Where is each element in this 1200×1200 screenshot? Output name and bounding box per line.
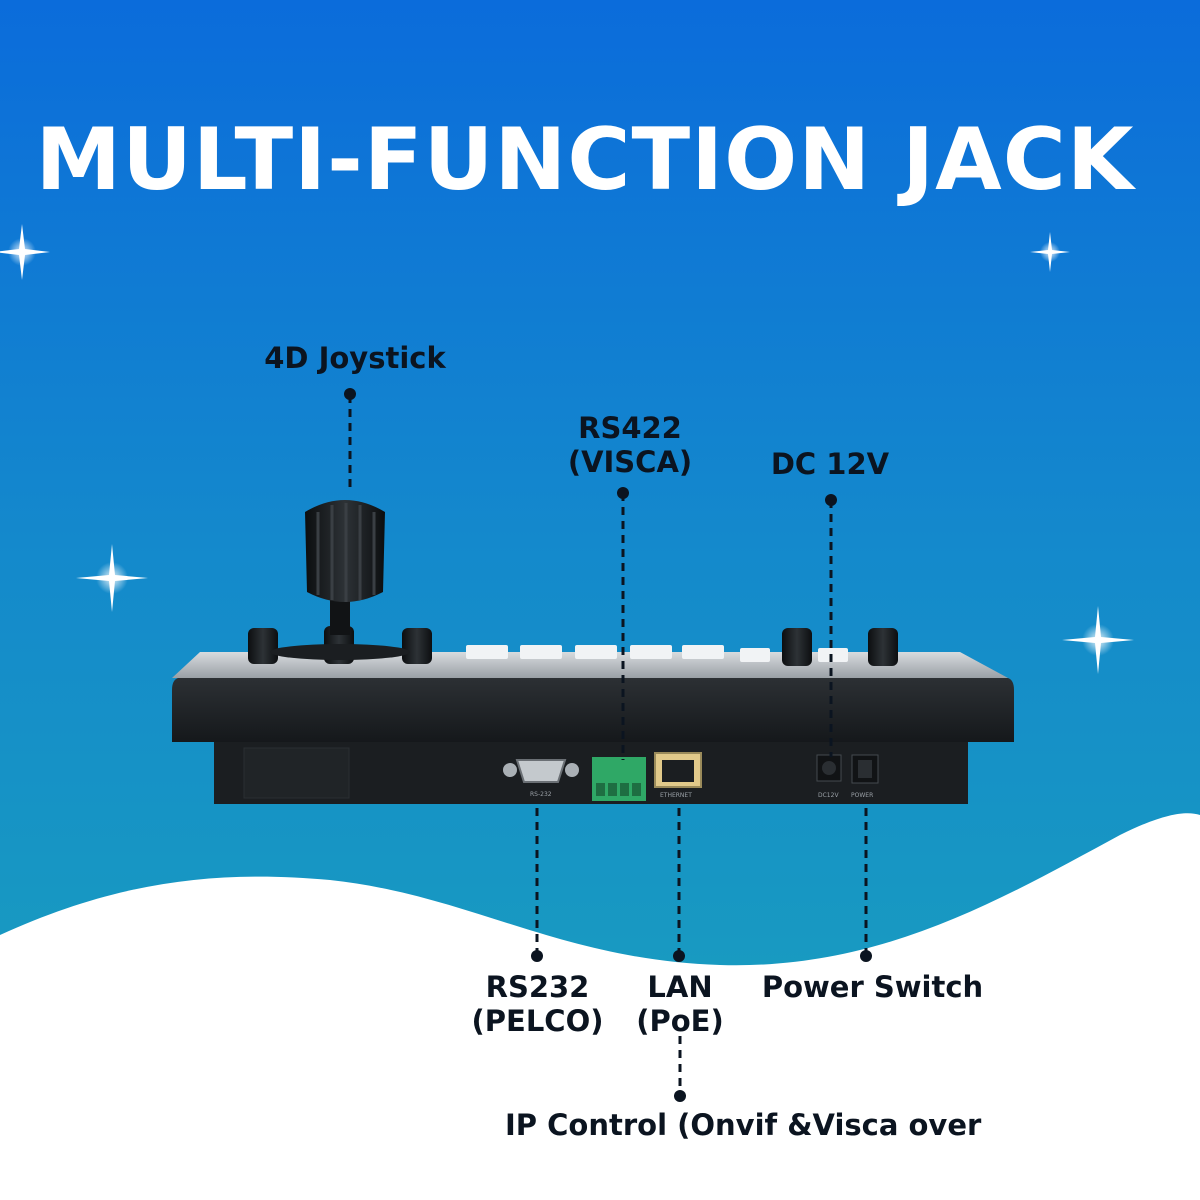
- svg-text:RS-232: RS-232: [530, 791, 552, 798]
- svg-text:POWER: POWER: [851, 792, 873, 799]
- sparkle-star-icon: [1062, 606, 1134, 674]
- svg-text:DC12V: DC12V: [818, 792, 839, 799]
- label-rs422-line1: RS422: [578, 411, 682, 445]
- label-dc-12v: DC 12V: [770, 447, 890, 481]
- sparkle-star-icon: [0, 224, 50, 280]
- rotary-knobs: [248, 626, 898, 666]
- label-lan-line1: LAN: [647, 970, 713, 1004]
- label-4d-joystick: 4D Joystick: [264, 341, 446, 375]
- svg-text:ETHERNET: ETHERNET: [660, 792, 692, 799]
- rs422-terminal: [592, 757, 646, 801]
- label-rs232-line1: RS232: [485, 970, 590, 1004]
- label-rs232: RS232 (PELCO): [445, 970, 630, 1038]
- label-power-switch: Power Switch: [761, 970, 984, 1004]
- white-wave: [0, 813, 1200, 1200]
- rs232-port: RS-232: [503, 759, 579, 798]
- label-lan: LAN (PoE): [600, 970, 760, 1038]
- label-ip-control: IP Control (Onvif &Visca over: [505, 1108, 982, 1142]
- joystick: [305, 500, 385, 635]
- label-rs422: RS422 (VISCA): [530, 411, 730, 479]
- label-rs422-line2: (VISCA): [567, 445, 693, 479]
- ethernet-port: ETHERNET: [654, 752, 702, 799]
- label-rs232-line2: (PELCO): [471, 1004, 604, 1038]
- sparkle-star-icon: [76, 544, 148, 612]
- keypad-buttons: [466, 645, 848, 662]
- sparkle-star-icon: [1030, 232, 1070, 272]
- dc-power-jack: DC12V: [816, 754, 842, 799]
- page-title: MULTI-FUNCTION JACK: [35, 110, 1135, 210]
- power-switch: POWER: [851, 754, 879, 799]
- label-lan-line2: (PoE): [636, 1004, 724, 1038]
